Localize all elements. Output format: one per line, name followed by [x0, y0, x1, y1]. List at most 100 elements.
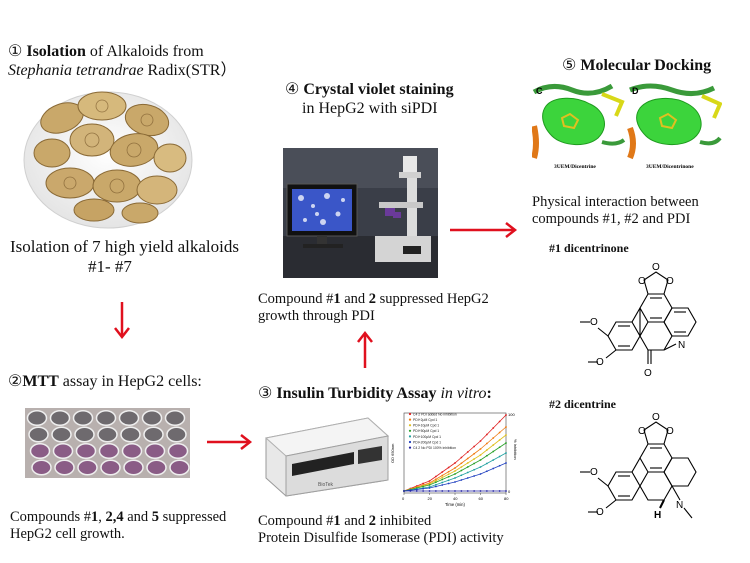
step1-caption-line2: #1- #7: [88, 257, 132, 276]
data-point: [447, 473, 450, 476]
legend-entry: C4 2 No PDI 100% inhibition: [413, 446, 456, 450]
data-point: [485, 490, 488, 492]
legend-entry: C4 2 PDI added No inhibition: [413, 412, 457, 416]
well: [123, 459, 144, 476]
data-point: [460, 479, 463, 481]
legend-marker: [408, 424, 412, 427]
data-point: [473, 462, 476, 465]
data-point: [466, 466, 469, 468]
data-point: [447, 479, 450, 482]
data-point: [479, 490, 482, 492]
data-point: [473, 458, 476, 460]
data-point: [415, 490, 418, 492]
data-point: [434, 490, 437, 492]
data-point: [447, 470, 450, 473]
data-point: [454, 473, 456, 475]
well: [51, 426, 72, 443]
arrow-down-icon: [114, 302, 130, 340]
data-point: [428, 487, 431, 489]
well: [98, 443, 120, 459]
data-point: [403, 490, 405, 492]
arrow-up-icon: [357, 330, 373, 368]
step5-caption-line1: Physical interaction between: [532, 194, 699, 210]
y2-tick-label: 0: [508, 489, 511, 494]
docking-label-dicentrinone: 3UEM/Dicentrinone: [646, 164, 694, 170]
step4-caption-line2: growth through PDI: [258, 308, 375, 324]
well: [118, 410, 140, 426]
data-point: [434, 478, 437, 481]
data-point: [479, 454, 482, 456]
data-point: [441, 481, 444, 484]
compound2-label: #2 dicentrine: [549, 397, 616, 411]
x-tick-label: 80: [504, 496, 509, 501]
legend-marker: [408, 429, 412, 432]
x-tick-label: 0: [402, 496, 405, 501]
data-point: [498, 420, 501, 423]
legend-entry: PDI+100μM Cpd 1: [413, 435, 441, 439]
svg-text:O: O: [638, 426, 646, 437]
data-point: [428, 480, 431, 482]
step5-caption-line2: compounds #1, #2 and PDI: [532, 211, 691, 227]
x-tick-label: 60: [479, 496, 484, 501]
data-point: [485, 470, 488, 473]
svg-text:O: O: [590, 467, 598, 478]
data-point: [473, 475, 476, 477]
dicentrinone-structure: O O O O O O N: [580, 262, 697, 379]
data-point: [441, 471, 444, 473]
data-point: [473, 445, 476, 448]
legend-entry: PDI+50μM Cpd 1: [413, 429, 439, 433]
svg-text:O: O: [666, 276, 674, 287]
data-point: [505, 452, 507, 454]
data-point: [466, 490, 469, 492]
svg-text:O: O: [596, 507, 604, 518]
data-point: [454, 470, 456, 472]
well: [28, 426, 49, 443]
data-point: [422, 485, 425, 488]
data-point: [434, 481, 437, 484]
data-point: [498, 455, 501, 458]
step4-caption-line1: Compound #1 and 2 suppressed HepG2: [258, 291, 489, 307]
data-point: [422, 487, 425, 490]
data-point: [505, 434, 507, 436]
arrow-right-icon: [450, 222, 518, 238]
y2-axis-label: % Inhibition: [513, 439, 518, 460]
well: [31, 459, 52, 476]
data-point: [505, 462, 507, 464]
data-point: [498, 446, 501, 449]
well: [75, 443, 97, 459]
step3-title: ③ Insulin Turbidity Assay in vitro:: [258, 385, 492, 402]
microscope-photo: [283, 148, 438, 278]
data-point: [441, 484, 444, 486]
data-point: [428, 484, 431, 486]
data-point: [441, 490, 444, 492]
arrow-right-icon: [207, 434, 253, 450]
well: [120, 426, 141, 443]
data-point: [466, 477, 469, 479]
instrument-brand-label: BioTek: [318, 482, 334, 488]
compound1-label: #1 dicentrinone: [549, 241, 629, 255]
data-point: [447, 475, 450, 478]
step2-caption-line2: HepG2 cell growth.: [10, 526, 125, 542]
data-point: [492, 444, 495, 446]
data-point: [454, 467, 456, 469]
svg-text:O: O: [652, 412, 660, 423]
legend-marker: [408, 446, 412, 449]
legend-entry: PDI+2μM Cpd 1: [413, 418, 437, 422]
data-point: [434, 483, 437, 486]
data-point: [498, 439, 501, 441]
data-point: [485, 433, 488, 436]
data-point: [447, 482, 450, 485]
mtt-well-plate-image: [25, 408, 190, 478]
data-point: [466, 451, 469, 453]
stephania-root-slices-image: [23, 91, 193, 229]
data-point: [460, 469, 463, 472]
well: [54, 459, 75, 476]
well: [144, 443, 166, 459]
data-point: [473, 452, 476, 455]
step2-caption-line1: Compounds #1, 2,4 and 5 suppressed: [10, 509, 227, 525]
data-point: [434, 479, 437, 482]
step1-caption-line1: Isolation of 7 high yield alkaloids: [10, 237, 239, 256]
dicentrine-structure: O O O O O N H: [580, 412, 697, 521]
atom-h-label: H: [654, 510, 661, 521]
